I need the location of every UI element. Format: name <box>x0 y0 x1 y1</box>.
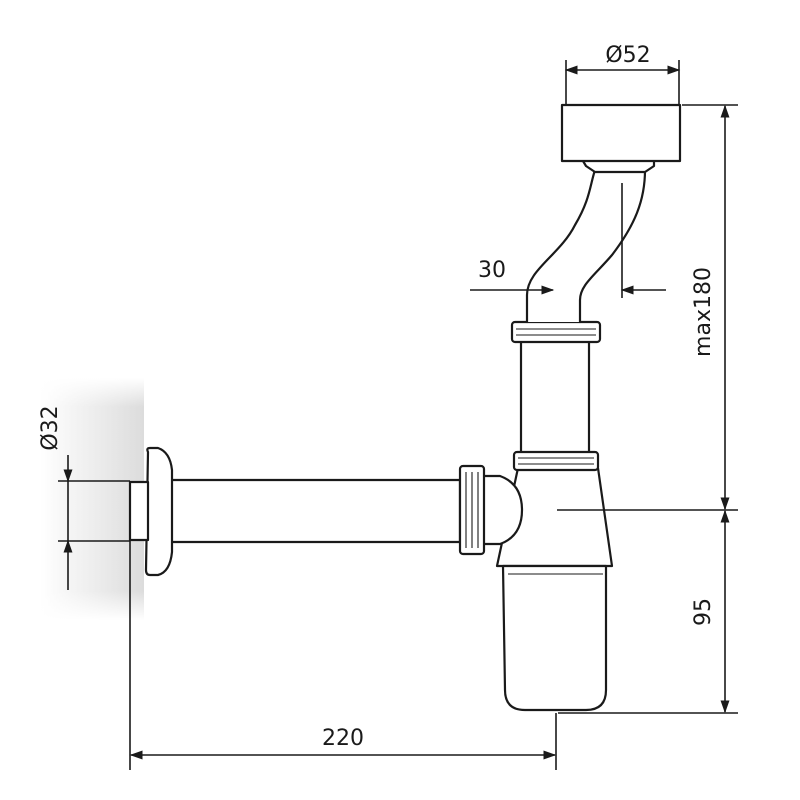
label-length: 220 <box>322 726 364 751</box>
label-top-diameter: Ø52 <box>605 43 650 68</box>
horizontal-pipe <box>168 478 462 544</box>
upper-nut <box>510 320 602 344</box>
dim-wall-diameter: Ø32 <box>38 405 130 590</box>
top-cap <box>560 103 682 163</box>
dim-trap-depth: 95 <box>558 509 738 714</box>
label-trap-depth: 95 <box>691 598 716 626</box>
vertical-pipe <box>519 338 591 456</box>
dim-length: 220 <box>129 541 557 770</box>
dim-height-max: max180 <box>557 104 738 511</box>
wall-flange <box>128 446 174 577</box>
label-wall-diameter: Ø32 <box>38 405 63 450</box>
lower-nut <box>512 450 600 472</box>
dim-top-diameter: Ø52 <box>564 43 681 105</box>
wall <box>40 378 144 620</box>
label-height-max: max180 <box>691 267 716 357</box>
label-offset: 30 <box>478 258 506 283</box>
s-bend-pipe <box>525 154 656 324</box>
side-inlet <box>458 464 524 556</box>
dim-offset: 30 <box>470 183 666 298</box>
